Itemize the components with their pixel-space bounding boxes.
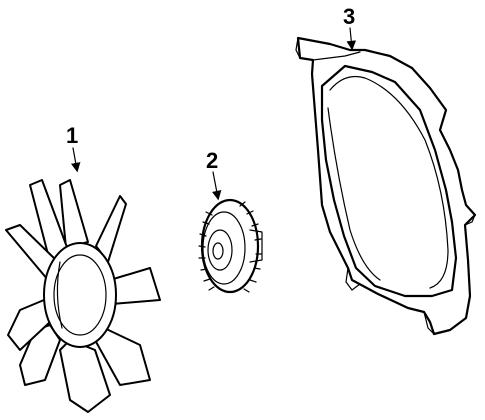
callout-3-leader (346, 27, 357, 51)
callout-number-1: 1 (66, 123, 78, 148)
shroud-ring-line-1 (329, 75, 449, 289)
fan-hub-depth (56, 261, 63, 329)
shroud-bottom-foot (345, 267, 361, 291)
shroud-outer-frame (296, 36, 477, 336)
shroud-tab-right (464, 214, 476, 226)
shroud-top-edge (312, 51, 361, 61)
fan-blade-right (109, 267, 161, 305)
callout-number-2: 2 (206, 148, 218, 173)
fan-clutch-drawing (198, 198, 263, 294)
shroud-ring-line-2 (327, 107, 381, 281)
callout-1-leader (70, 147, 81, 173)
callout-number-3: 3 (343, 4, 355, 29)
fan-shroud-drawing (295, 36, 477, 336)
shroud-tab-top-left (295, 37, 301, 59)
clutch-face-ring (202, 211, 246, 285)
shroud-inner-opening (320, 64, 458, 298)
callout-1: 1 (66, 123, 81, 173)
fan-hub-ring (43, 242, 117, 348)
callout-3: 3 (343, 4, 357, 51)
clutch-fins (198, 201, 263, 293)
clutch-center (212, 242, 224, 260)
callout-2-leader (211, 171, 222, 201)
clutch-hub (207, 229, 233, 271)
callout-2: 2 (206, 148, 222, 201)
fan-hub-inner (53, 254, 107, 336)
shroud-tab-bottom (423, 311, 435, 335)
clutch-shaft (249, 229, 263, 263)
fan-blade-bottom (59, 339, 111, 413)
fan-blade-drawing (5, 179, 161, 413)
